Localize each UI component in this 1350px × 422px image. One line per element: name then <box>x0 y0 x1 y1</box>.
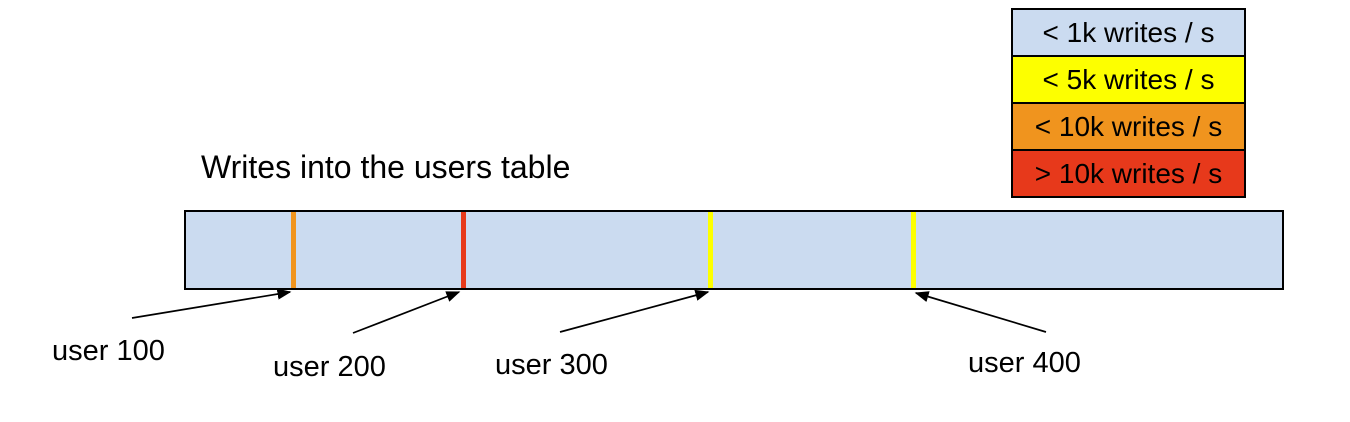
write-marker-user-200 <box>461 212 466 288</box>
write-marker-user-100 <box>291 212 296 288</box>
legend-item-gt-10k-label: > 10k writes / s <box>1034 157 1223 189</box>
write-marker-user-400 <box>911 212 916 288</box>
label-user-200: user 200 <box>273 351 386 383</box>
write-marker-user-300 <box>708 212 713 288</box>
legend-item-lt-1k: < 1k writes / s <box>1013 10 1244 57</box>
arrow-user-400 <box>914 291 1047 333</box>
users-table-band <box>184 210 1284 290</box>
diagram-title: Writes into the users table <box>201 149 571 185</box>
label-user-300: user 300 <box>495 349 608 381</box>
legend: < 1k writes / s < 5k writes / s < 10k wr… <box>1011 8 1246 198</box>
legend-item-lt-10k: < 10k writes / s <box>1013 104 1244 151</box>
label-user-100: user 100 <box>52 335 165 367</box>
label-user-400: user 400 <box>968 347 1081 379</box>
arrow-user-200 <box>352 291 461 334</box>
arrow-user-100 <box>131 288 292 319</box>
legend-item-gt-10k: > 10k writes / s <box>1013 151 1244 196</box>
arrow-user-300 <box>559 289 710 333</box>
legend-item-lt-5k: < 5k writes / s <box>1013 57 1244 104</box>
legend-item-lt-1k-label: < 1k writes / s <box>1042 16 1215 48</box>
legend-item-lt-10k-label: < 10k writes / s <box>1034 110 1223 142</box>
legend-item-lt-5k-label: < 5k writes / s <box>1042 63 1215 95</box>
